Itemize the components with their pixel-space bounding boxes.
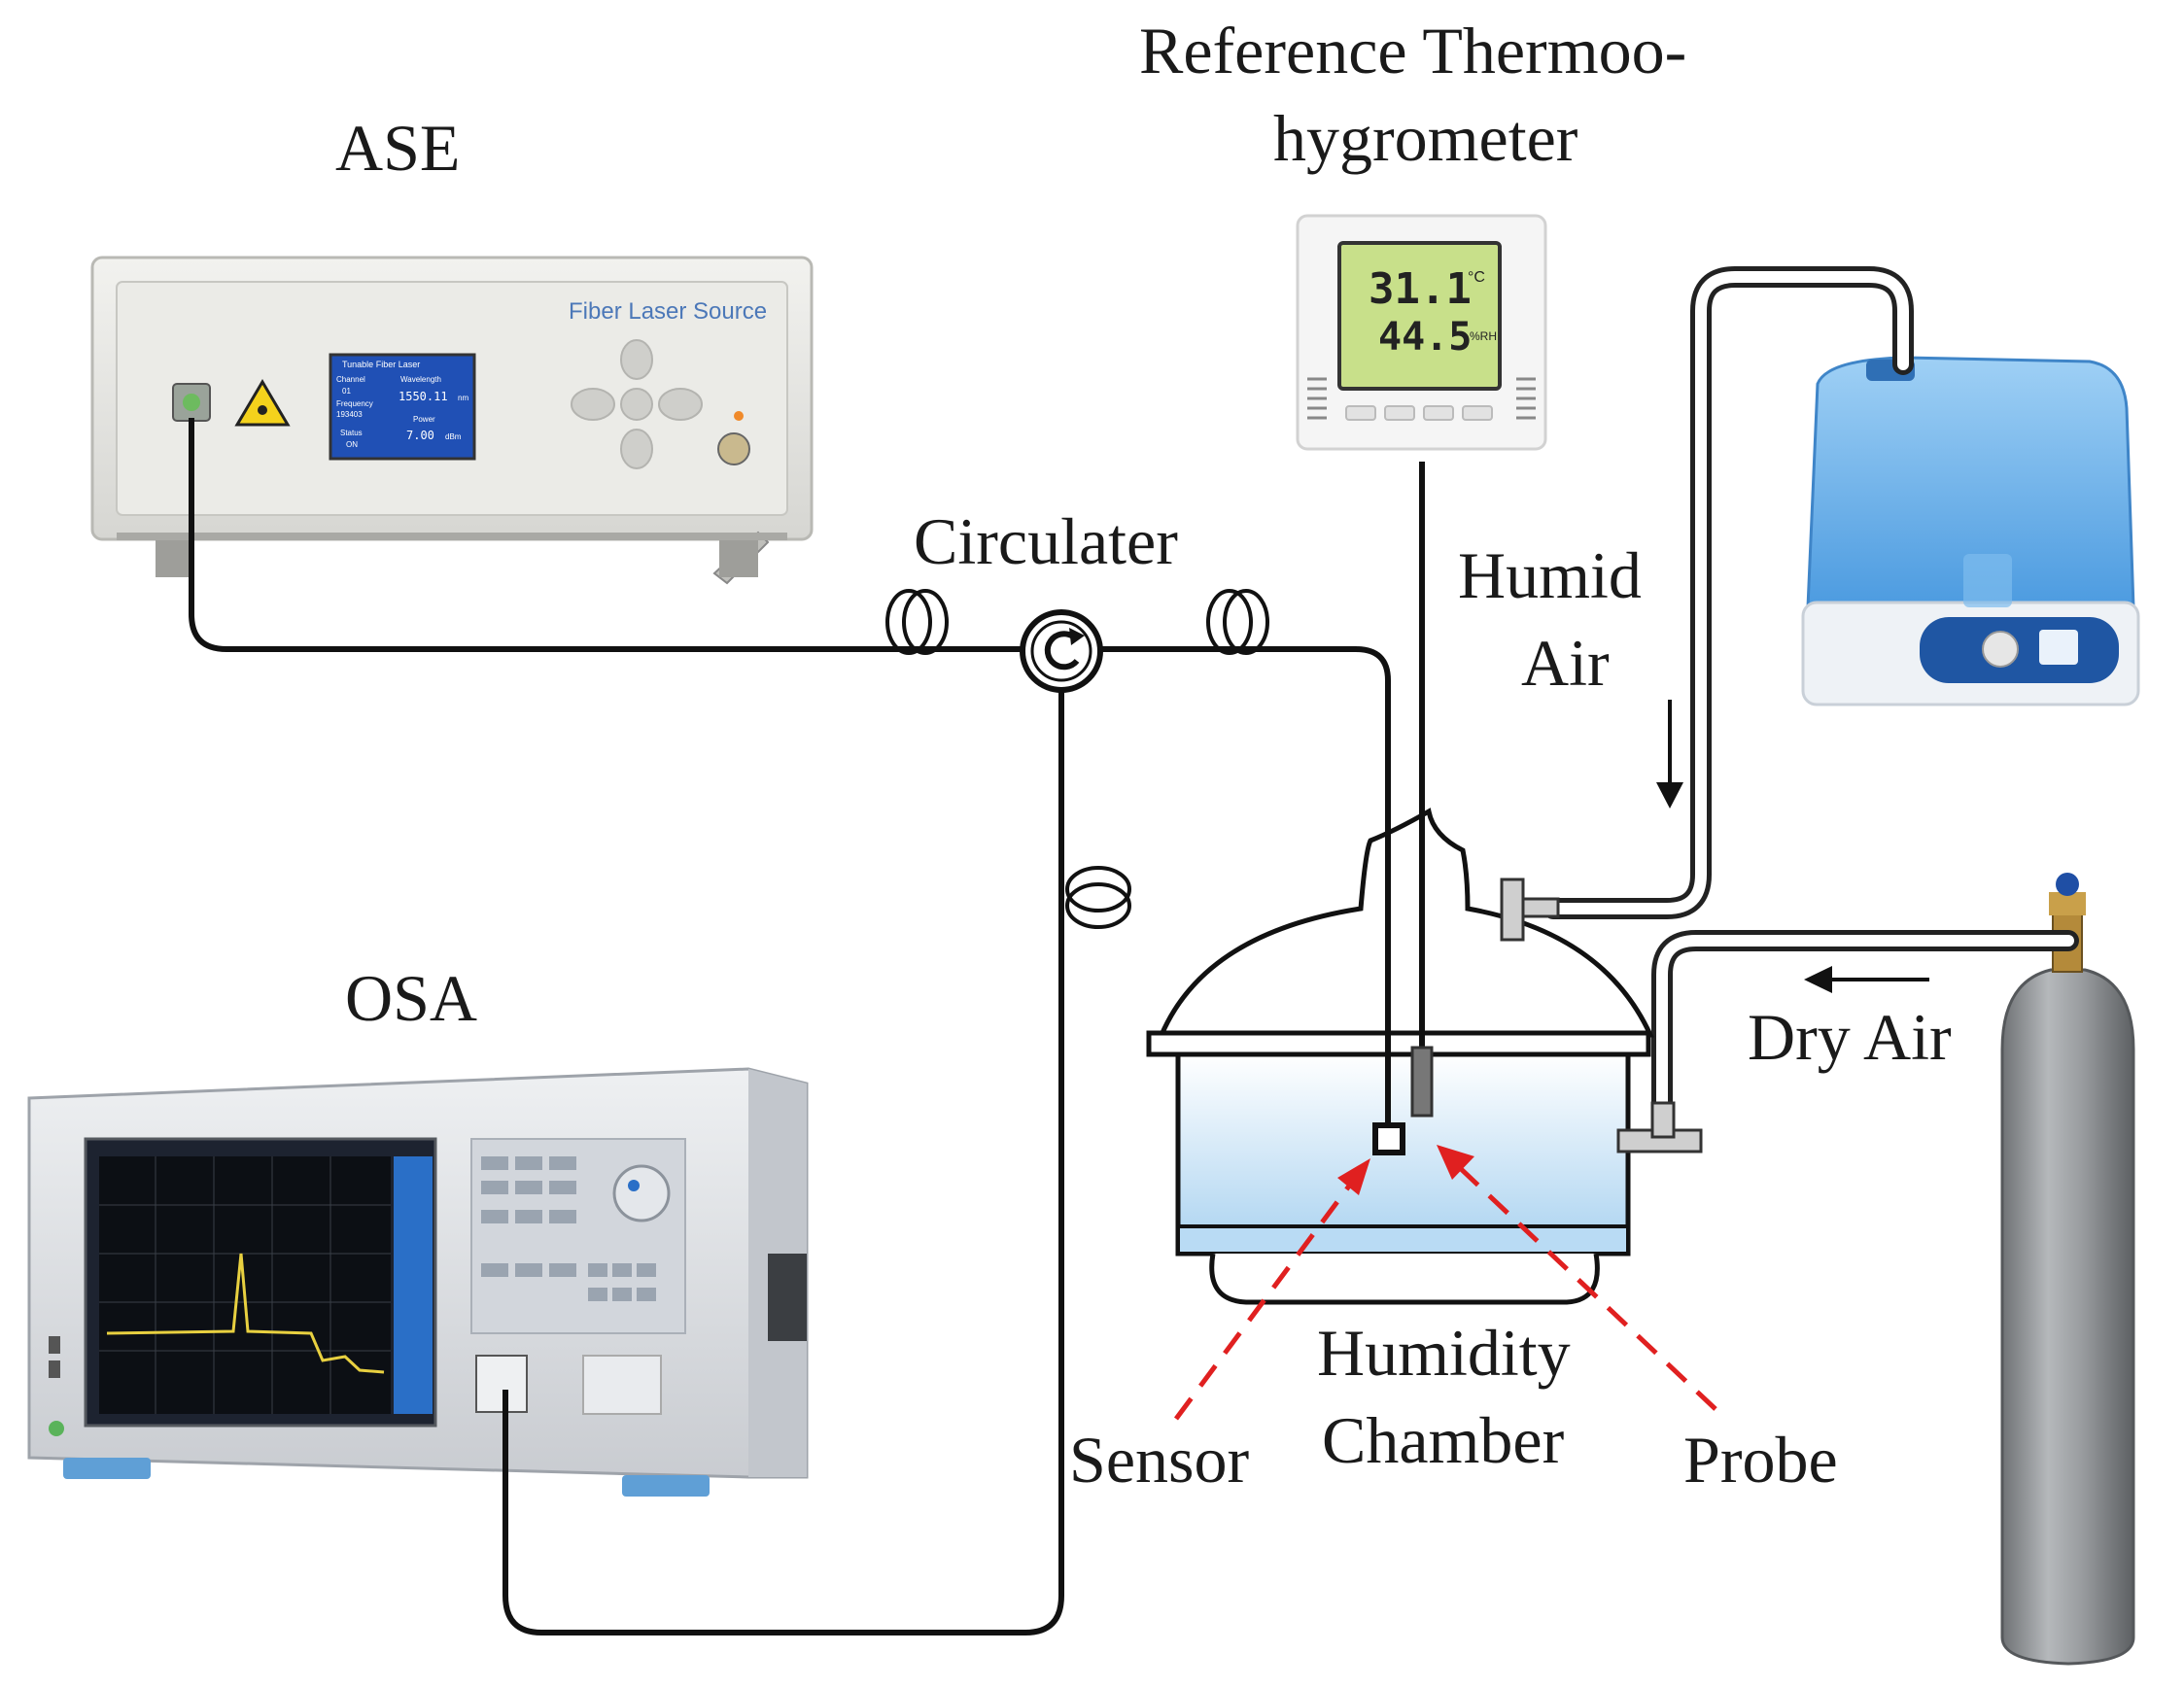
ase-channel-value: 01 [342,387,351,396]
ase-power-label: Power [413,415,435,424]
hygrometer-humidity: 44.5 [1378,315,1472,360]
dry-air-cylinder [2000,873,2135,1666]
dry-air-label: Dry Air [1748,1000,1952,1074]
ase-wavelength-label: Wavelength [400,375,441,384]
ase-status-value: ON [346,440,358,449]
fiber-circulator-to-osa [503,678,1064,1635]
circulator-icon [1020,609,1103,693]
probe-label: Probe [1683,1423,1838,1497]
ase-wavelength-value: 1550.11 [399,390,448,403]
humid-air-inlet-valve [1500,878,1525,942]
reference-hygrometer-device: 31.1 °C 44.5 %RH [1296,214,1547,451]
ase-screen-header: Tunable Fiber Laser [342,360,420,369]
ase-frequency-value: 193403 [336,410,363,419]
sensor [1372,1122,1405,1155]
probe [1410,1046,1434,1118]
fiber-coil-icon [1065,866,1131,929]
osa-spectrum-trace [106,1253,385,1374]
hygrometer-temperature-unit: °C [1468,269,1485,286]
osa-label: OSA [345,961,477,1035]
humidifier-knob [1982,631,2019,668]
probe-pointer-arrow [1437,1145,1717,1411]
ase-device-title: Fiber Laser Source [569,298,767,325]
ase-channel-label: Channel [336,375,365,384]
ase-power-unit: dBm [445,432,462,441]
fiber-ase-to-circulator [189,418,1032,652]
ase-screen: Tunable Fiber Laser Channel 01 Frequency… [329,353,476,461]
reference-label-line2: hygrometer [1273,101,1578,175]
osa-device [27,1067,809,1497]
ase-label: ASE [335,111,460,185]
osa-rotary-knob [612,1164,671,1222]
fiber-circulator-to-sensor [1091,646,1391,1127]
fiber-coil-icon [1206,589,1269,655]
hygrometer-humidity-unit: %RH [1470,329,1497,343]
humidity-chamber-label-line1: Humidity [1317,1316,1571,1390]
hygrometer-screen [1337,241,1502,391]
hygrometer-vent-left [1307,377,1327,420]
osa-input-port [475,1355,528,1413]
ase-status-label: Status [340,429,363,437]
fiber-coil-icon [885,589,949,655]
hygrometer-buttons [1345,405,1493,421]
ase-wavelength-unit: nm [458,394,468,402]
arrow-left-icon [1804,966,1929,993]
humid-air-label-line1: Humid [1458,538,1642,612]
hygrometer-vent-right [1516,377,1536,420]
arrow-down-icon [1656,700,1683,809]
ase-device: Fiber Laser Source Tunable Fiber Laser C… [90,256,814,585]
humidity-chamber-label-line2: Chamber [1322,1403,1565,1477]
circulator-label: Circulater [914,504,1178,578]
laser-warning-icon [234,379,291,427]
reference-label-line1: Reference Thermoo- [1139,14,1686,87]
ase-nav-pad [571,339,703,469]
ase-power-value: 7.00 [406,429,434,442]
humid-air-label-line2: Air [1521,626,1610,700]
humidifier-device [1801,356,2140,706]
sensor-pointer-arrow [1173,1158,1370,1421]
sensor-label: Sensor [1069,1423,1249,1497]
cylinder-valve-knob [2056,873,2079,896]
hygrometer-temperature: 31.1 [1369,264,1472,314]
ase-frequency-label: Frequency [336,399,373,408]
